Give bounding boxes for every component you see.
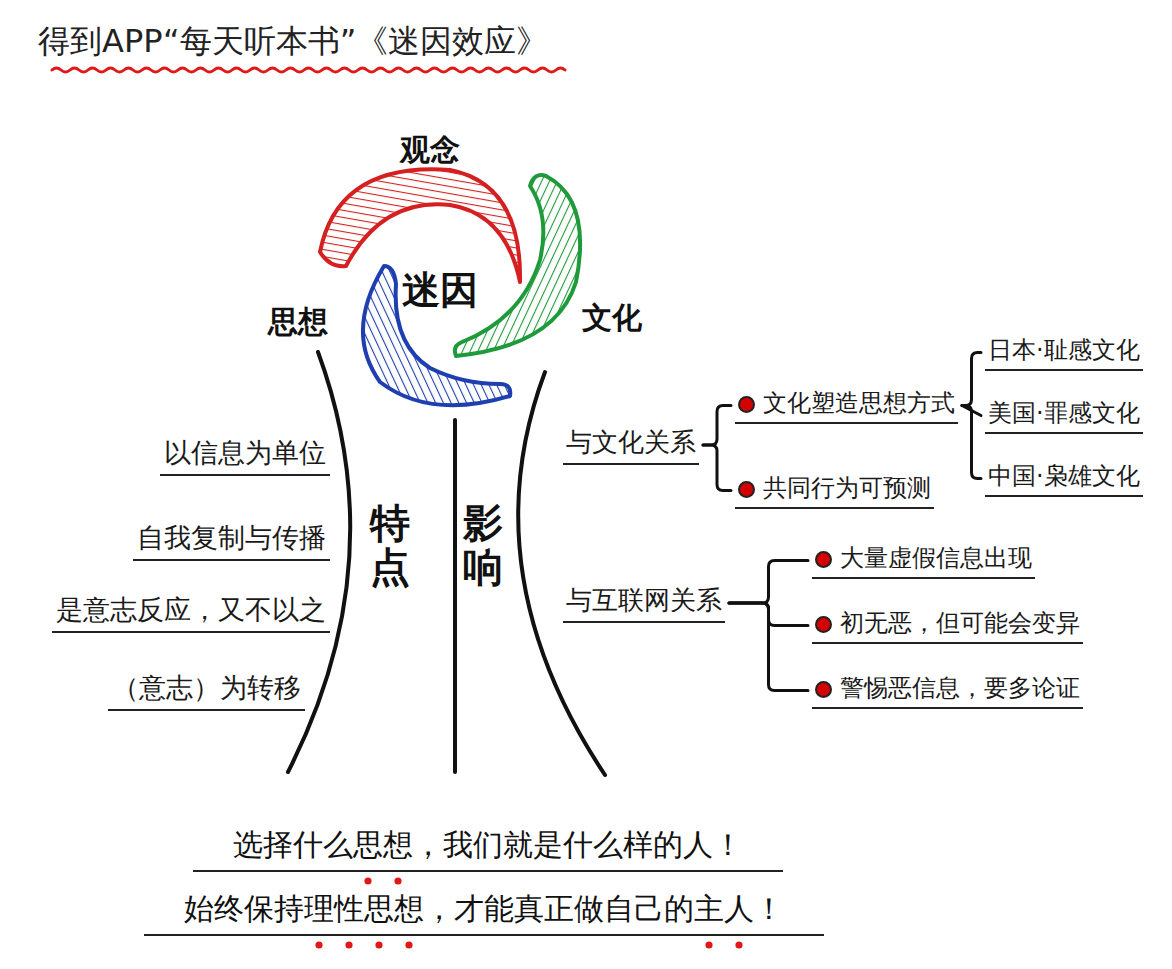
node-text: 与文化关系	[566, 425, 696, 460]
brace-connector	[729, 603, 808, 691]
trunk-divider	[453, 420, 457, 772]
culture-item: 美国·罪感文化	[985, 397, 1143, 434]
concept-label: 思想	[268, 302, 328, 343]
emphasis-dot	[405, 941, 412, 948]
node-text: 美国·罪感文化	[988, 397, 1140, 429]
emphasis-dot	[315, 941, 322, 948]
title: 得到APP“每天听本书”《迷因效应》	[38, 20, 548, 64]
node-text: 文化塑造思想方式	[763, 387, 955, 419]
feature-item: 以信息为单位	[160, 435, 330, 476]
trunk-curve	[288, 352, 350, 772]
feature-item: 是意志反应，又不以之	[52, 592, 330, 633]
brace-connector	[729, 561, 808, 604]
brace-connector	[962, 406, 981, 479]
bullet-item: 大量虚假信息出现	[812, 542, 1035, 579]
emphasis-dot	[394, 877, 401, 884]
title-wave	[52, 68, 565, 72]
emphasis-dot	[375, 941, 382, 948]
meme-core: 迷因	[402, 265, 478, 316]
culture-item: 中国·枭雄文化	[985, 460, 1143, 497]
node-text: 大量虚假信息出现	[840, 542, 1032, 574]
meme-swirl	[320, 169, 580, 405]
concept-label: 文化	[582, 298, 642, 339]
node-text: 初无恶，但可能会变异	[840, 607, 1080, 639]
branch-column: 影响	[463, 501, 503, 589]
feature-item: 自我复制与传播	[133, 520, 330, 561]
emphasis-dot	[705, 941, 712, 948]
summary-note: 选择什么思想，我们就是什么样的人！	[193, 825, 783, 872]
node-text: 警惕恶信息，要多论证	[840, 672, 1080, 704]
node-text: 迷因	[402, 265, 478, 316]
node-text: （意志）为转移	[112, 670, 301, 706]
node-text: 日本·耻感文化	[988, 334, 1140, 366]
bullet-item: 初无恶，但可能会变异	[812, 607, 1083, 644]
node-text: 自我复制与传播	[137, 520, 326, 556]
branch-column: 特点	[370, 501, 410, 589]
node-text: 以信息为单位	[164, 435, 326, 471]
bullet-item: 共同行为可预测	[735, 472, 934, 509]
topic-item: 与互联网关系	[563, 583, 725, 623]
node-text: 共同行为可预测	[763, 472, 931, 504]
node-text: 特点	[370, 501, 410, 589]
emphasis-dot	[364, 877, 371, 884]
feature-item: （意志）为转移	[108, 670, 305, 711]
topic-item: 与文化关系	[563, 425, 699, 465]
emphasis-dot	[735, 941, 742, 948]
bullet-item: 文化塑造思想方式	[735, 387, 958, 424]
concept-label: 观念	[400, 130, 460, 171]
node-text: 中国·枭雄文化	[988, 460, 1140, 492]
brace-connector	[962, 353, 981, 406]
summary-note: 始终保持理性思想，才能真正做自己的主人！	[144, 889, 824, 936]
node-text: 是意志反应，又不以之	[56, 592, 326, 628]
node-text: 与互联网关系	[566, 583, 722, 618]
brace-connector	[703, 406, 731, 446]
node-text: 影响	[463, 501, 503, 589]
emphasis-dot	[345, 941, 352, 948]
bullet-item: 警惕恶信息，要多论证	[812, 672, 1083, 709]
culture-item: 日本·耻感文化	[985, 334, 1143, 371]
brace-connector	[703, 445, 731, 491]
